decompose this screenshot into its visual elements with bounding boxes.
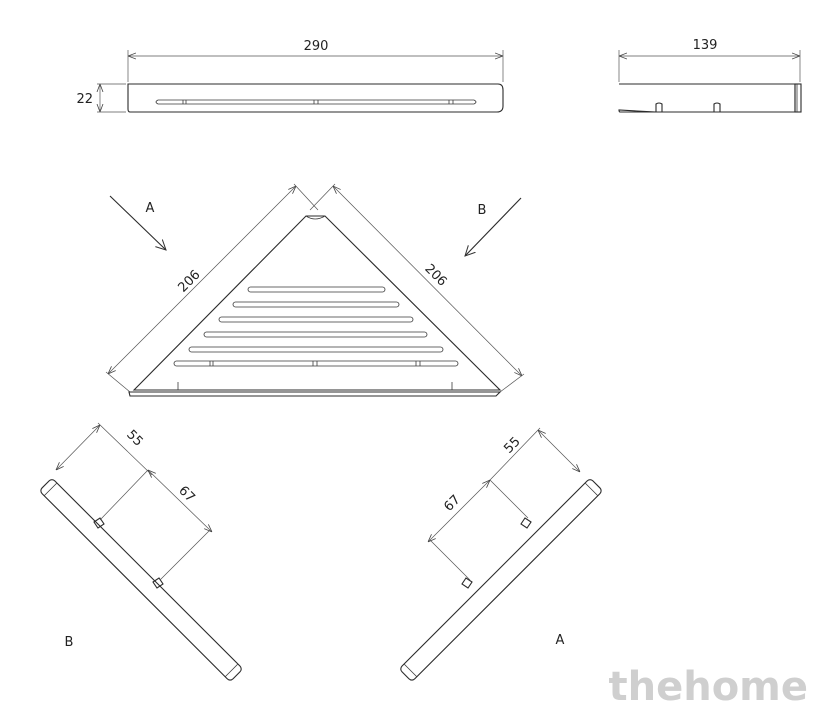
front-view: 290 22 xyxy=(76,39,504,113)
shelf-slots xyxy=(173,286,459,390)
view-a-spacing-label: 67 xyxy=(441,492,463,514)
view-arrow-b-label: B xyxy=(478,203,487,218)
shelf-plan-lip xyxy=(128,391,502,397)
view-b-spacing-label: 67 xyxy=(175,483,197,505)
view-b-clip-1 xyxy=(93,517,105,529)
shelf-plan-notch xyxy=(305,215,326,220)
left-edge-dimension-line xyxy=(108,186,296,374)
view-b-clip-2 xyxy=(152,577,164,589)
plan-view: A B 206 206 xyxy=(105,183,525,397)
view-a-offset-dimension-line xyxy=(538,430,580,472)
height-dimension-label: 22 xyxy=(76,92,93,107)
shelf-side-cap xyxy=(794,83,802,113)
right-edge-dimension-line xyxy=(333,186,522,376)
view-a-label: A xyxy=(556,633,565,648)
view-b-shelf-body xyxy=(40,479,242,681)
view-arrow-b xyxy=(465,197,522,256)
view-arrow-a-label: A xyxy=(146,201,155,216)
view-b-label: B xyxy=(65,635,74,650)
watermark-logo: thehome xyxy=(609,664,809,710)
view-a-shelf-body xyxy=(400,479,602,681)
view-arrow-a xyxy=(109,195,166,250)
width-dimension-label: 290 xyxy=(304,39,329,54)
left-edge-dimension-label: 206 xyxy=(175,267,203,295)
side-view: 139 xyxy=(618,38,802,113)
view-a: 55 67 A xyxy=(400,427,602,681)
right-edge-dimension-label: 206 xyxy=(421,261,449,289)
depth-dimension-label: 139 xyxy=(693,38,718,53)
view-b-spacing-dimension-line xyxy=(148,470,212,532)
view-a-spacing-dimension-line xyxy=(428,480,490,542)
view-b: 55 67 B xyxy=(40,422,242,681)
view-b-offset-dimension-line xyxy=(56,425,100,470)
view-b-offset-label: 55 xyxy=(123,427,145,449)
view-a-clip-2 xyxy=(461,577,473,589)
shelf-front-outline xyxy=(127,83,504,113)
shelf-front-slot xyxy=(155,99,477,105)
view-a-clip-1 xyxy=(520,517,532,529)
view-a-offset-label: 55 xyxy=(501,434,523,456)
shelf-side-outline xyxy=(618,83,796,113)
